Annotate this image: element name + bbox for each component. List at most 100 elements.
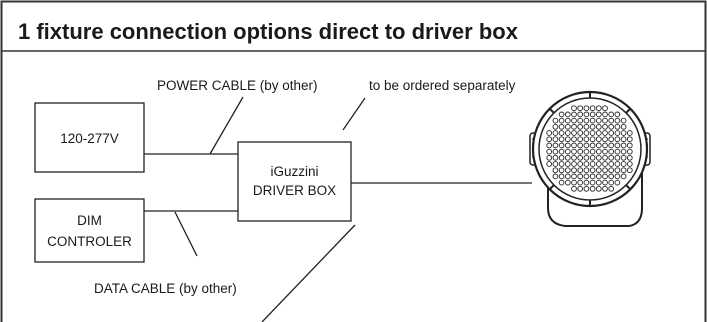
led-dot [595,142,602,149]
led-dot [564,173,571,180]
led-dot [577,179,584,186]
led-dot [583,130,590,136]
led-dot [571,179,577,186]
power-cable-label: POWER CABLE (by other) [157,78,318,93]
led-dot [614,123,621,130]
driver-box-leader [261,224,356,322]
led-dot [620,167,627,174]
led-dot [589,130,596,136]
led-dot [571,136,577,143]
led-dot [564,117,571,124]
led-dot [614,161,621,167]
led-dot [571,105,577,112]
led-dot [595,154,602,161]
led-dot [571,148,577,155]
led-dot [614,167,621,174]
led-dot [583,123,590,130]
led-dot [552,136,559,143]
led-floodlight-fixture-icon [529,90,651,227]
led-dot [602,111,608,118]
led-dot [602,136,608,143]
led-dot [589,136,596,143]
ordered-separately-label: to be ordered separately [369,78,516,93]
led-dot [577,185,584,192]
led-dot [583,105,590,112]
led-dot [564,154,571,161]
led-dot [589,111,596,118]
led-dot [608,130,615,136]
led-dot [558,117,565,124]
led-dot [577,130,584,136]
led-dot [595,105,602,112]
led-dot [583,148,590,155]
led-dot [602,130,608,136]
led-dot [595,111,602,118]
led-dot [571,117,577,124]
led-dot [620,136,627,143]
led-dot [608,136,615,143]
led-dot [602,105,608,112]
led-dot [564,161,571,167]
led-dot [546,142,553,149]
led-dot [571,173,577,180]
led-dot [564,179,571,186]
led-dot [558,161,565,167]
led-dot [558,136,565,143]
led-dot [626,130,633,136]
driver-box [237,141,352,222]
led-dot [626,142,633,149]
led-dot [608,123,615,130]
diagram-title: 1 fixture connection options direct to d… [18,19,519,44]
led-dot [595,136,602,143]
led-dot [558,173,565,180]
led-dot [614,111,621,118]
led-dot [552,130,559,136]
led-dot [546,148,553,155]
led-dot [577,142,584,149]
led-dot [614,148,621,155]
led-dot [583,117,590,124]
led-dot [583,111,590,118]
led-dot [595,185,602,192]
led-dot [577,173,584,180]
led-dot [552,123,559,130]
led-dot [571,154,577,161]
led-dot [602,167,608,174]
led-dot [558,179,565,186]
led-dot [608,111,615,118]
led-dot [602,173,608,180]
led-dot [577,105,584,112]
led-dot [577,111,584,118]
led-dot [552,161,559,167]
led-dot [564,167,571,174]
led-dot [620,148,627,155]
led-dot [614,130,621,136]
led-dot [589,123,596,130]
led-dot [583,142,590,149]
led-dot [583,161,590,167]
led-dot [577,154,584,161]
led-dot [546,161,553,167]
led-dot [608,154,615,161]
led-dot [608,161,615,167]
led-dot [614,136,621,143]
led-dot [620,154,627,161]
led-dot [552,167,559,174]
led-dot [564,130,571,136]
led-dot [571,123,577,130]
led-dot [589,167,596,174]
led-dot [558,130,565,136]
dim-controller-label-line2: CONTROLER [47,234,132,249]
led-dot [626,161,633,167]
led-dot [577,136,584,143]
led-dot [595,173,602,180]
led-dot [589,161,596,167]
led-dot [626,154,633,161]
led-dot [564,148,571,155]
led-dot [552,148,559,155]
led-dot [577,167,584,174]
led-dot [564,136,571,143]
led-dot [577,123,584,130]
led-dot [583,185,590,192]
